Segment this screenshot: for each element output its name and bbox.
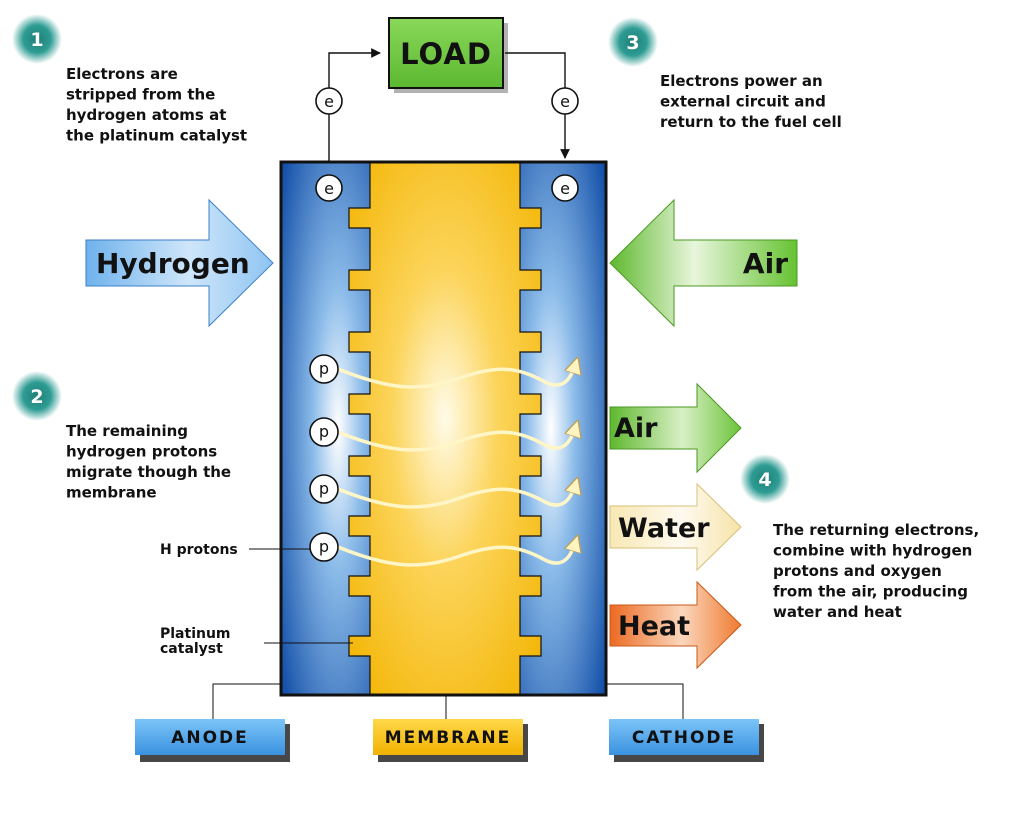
step-4-text: The returning electrons, combine with hy… [773,521,984,621]
hydrogen-label: Hydrogen [96,247,250,280]
cathode-layer [514,162,606,695]
membrane-tag: MEMBRANE [373,719,528,762]
proton-icon: p [309,474,339,504]
proton-paths [337,360,577,567]
proton-path [337,480,577,509]
water-output-label: Water [618,513,710,544]
hydrogen-input-arrow: Hydrogen [85,198,274,328]
air-output-arrow: Air [609,382,742,474]
platinum-label: Platinum catalyst [160,626,235,657]
electron-icon: e [315,87,343,115]
part-connectors [212,683,684,722]
proton-icon: p [309,417,339,447]
anode-label: ANODE [171,728,249,748]
fuel-cell-body [279,160,608,697]
h-protons-label: H protons [160,542,238,558]
svg-text:p: p [319,479,329,498]
platinum-callout: Platinum catalyst [160,626,353,657]
step-3-text: Electrons power an external circuit and … [660,72,842,131]
svg-text:p: p [319,359,329,378]
proton-path [337,360,577,389]
step-2-text: The remaining hydrogen protons migrate t… [66,422,236,502]
step-3: 3 Electrons power an external circuit an… [608,17,842,131]
electron-icon: e [551,174,579,202]
svg-text:p: p [319,422,329,441]
svg-text:e: e [560,179,570,198]
svg-text:2: 2 [30,386,43,408]
air-output-label: Air [614,413,658,444]
svg-text:1: 1 [30,29,43,51]
proton-icon: p [309,532,339,562]
water-output-arrow: Water [609,482,742,572]
anode-tag: ANODE [135,719,290,762]
h-protons-callout: H protons [160,542,310,558]
external-circuit [328,48,570,175]
load-box: LOAD [388,17,508,93]
protons: p p p p [309,354,339,562]
step-badge [608,17,658,67]
step-badge [12,14,62,64]
proton-path [337,423,577,452]
proton-path [337,538,577,567]
svg-text:4: 4 [758,469,771,491]
step-badge [12,371,62,421]
step-4: 4 The returning electrons, combine with … [740,454,984,621]
cathode-label: CATHODE [632,728,736,748]
heat-output-arrow: Heat [609,580,742,670]
heat-output-label: Heat [618,611,690,642]
electrons: e e e e [315,87,579,202]
load-label: LOAD [400,37,492,71]
electron-icon: e [551,87,579,115]
proton-icon: p [309,354,339,384]
svg-text:e: e [324,179,334,198]
step-badge [740,454,790,504]
svg-text:p: p [319,537,329,556]
step-1: 1 Electrons are stripped from the hydrog… [12,14,247,145]
cathode-tag: CATHODE [609,719,764,762]
membrane-label: MEMBRANE [385,728,512,748]
svg-text:e: e [560,92,570,111]
step-2: 2 The remaining hydrogen protons migrate… [12,371,236,502]
air-input-label: Air [743,247,788,280]
svg-text:e: e [324,92,334,111]
electron-icon: e [315,174,343,202]
svg-text:3: 3 [626,32,639,54]
air-input-arrow: Air [609,198,798,328]
membrane-layer [348,161,542,696]
step-1-text: Electrons are stripped from the hydrogen… [66,65,247,145]
